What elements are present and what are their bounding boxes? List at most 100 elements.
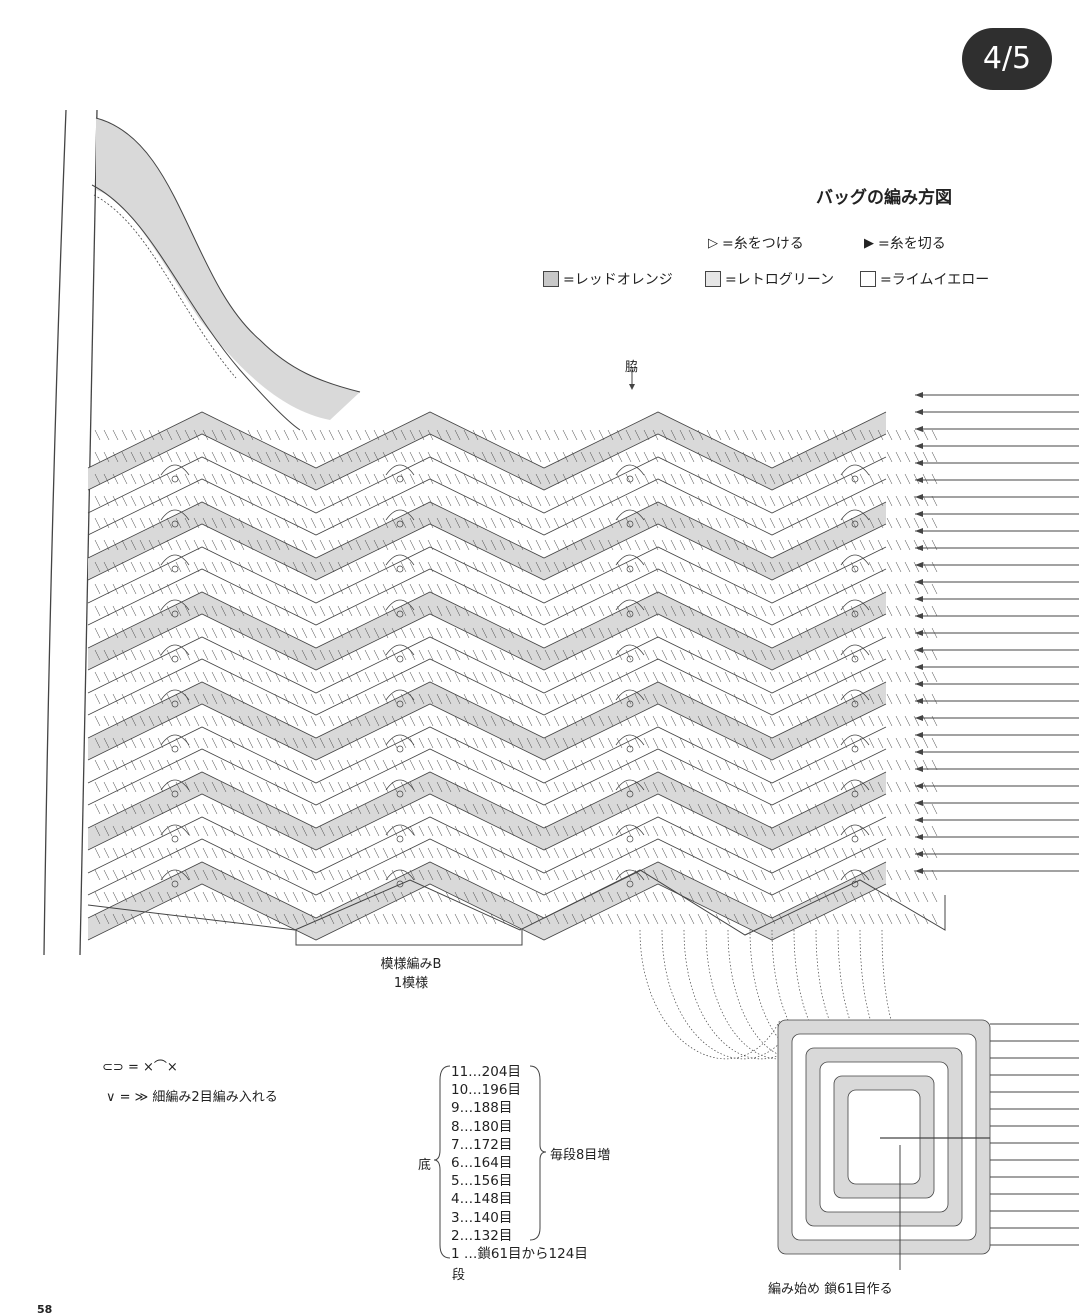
stitch-mark: [733, 605, 740, 617]
stitch-mark: [796, 517, 803, 529]
yarn-arrow-head: [915, 868, 923, 874]
stitch-mark: [499, 737, 506, 749]
stitch-mark: [238, 913, 245, 925]
stitch-mark: [391, 583, 398, 595]
stitch-mark: [679, 451, 686, 463]
stitch-mark: [355, 583, 362, 595]
stitch-mark: [337, 605, 344, 617]
stitch-mark: [436, 473, 443, 485]
stitch-mark: [328, 847, 335, 859]
stitch-mark: [184, 473, 191, 485]
stitch-mark: [391, 913, 398, 925]
stitch-mark: [877, 759, 884, 771]
stitch-mark: [283, 781, 290, 793]
stitch-mark: [418, 583, 425, 595]
stitch-mark: [157, 715, 164, 727]
stitch-mark: [616, 759, 623, 771]
stitch-mark: [202, 693, 209, 705]
stitch-mark: [310, 539, 317, 551]
stitch-mark: [508, 737, 515, 749]
stitch-mark: [400, 429, 407, 441]
stitch-mark: [886, 781, 893, 793]
stitch-mark: [409, 913, 416, 925]
stitch-mark: [886, 715, 893, 727]
stitch-mark: [571, 913, 578, 925]
stitch-mark: [427, 561, 434, 573]
stitch-mark: [796, 825, 803, 837]
stitch-mark: [373, 495, 380, 507]
stitch-mark: [805, 627, 812, 639]
stitch-mark: [490, 781, 497, 793]
stitch-mark: [850, 671, 857, 683]
stitch-mark: [499, 649, 506, 661]
stitch-mark: [904, 847, 911, 859]
stitch-mark: [238, 737, 245, 749]
stitch-mark: [661, 781, 668, 793]
stitch-mark: [175, 825, 182, 837]
stitch-mark: [238, 583, 245, 595]
stitch-mark: [148, 869, 155, 881]
stitch-mark: [391, 671, 398, 683]
stitch-mark: [265, 451, 272, 463]
stitch-mark: [463, 627, 470, 639]
stitch-mark: [148, 803, 155, 815]
stitch-mark: [814, 605, 821, 617]
stitch-mark: [112, 803, 119, 815]
stitch-mark: [553, 495, 560, 507]
stitch-mark: [472, 429, 479, 441]
stitch-mark: [184, 847, 191, 859]
stitch-mark: [148, 715, 155, 727]
stitch-mark: [913, 913, 920, 925]
stitch-mark: [256, 517, 263, 529]
stitch-mark: [112, 605, 119, 617]
stitch-mark: [418, 671, 425, 683]
stitch-mark: [688, 605, 695, 617]
stitch-mark: [229, 737, 236, 749]
stitch-mark: [310, 627, 317, 639]
stitch-mark: [247, 803, 254, 815]
stitch-mark: [589, 561, 596, 573]
stitch-mark: [301, 759, 308, 771]
shell-center: [171, 790, 179, 798]
stitch-mark: [553, 737, 560, 749]
stitch-mark: [832, 803, 839, 815]
stitch-mark: [490, 605, 497, 617]
stitch-mark: [805, 517, 812, 529]
stitch-mark: [319, 451, 326, 463]
stitch-mark: [193, 473, 200, 485]
stitch-mark: [760, 759, 767, 771]
stitch-mark: [202, 781, 209, 793]
stitch-mark: [805, 495, 812, 507]
shell-fan: [160, 509, 190, 521]
stitch-mark: [814, 627, 821, 639]
stitch-mark: [472, 825, 479, 837]
stitch-mark: [436, 803, 443, 815]
stitch-mark: [301, 605, 308, 617]
stitch-mark: [193, 495, 200, 507]
stitch-mark: [274, 715, 281, 727]
stitch-mark: [931, 693, 938, 705]
stitch-mark: [436, 583, 443, 595]
stitch-mark: [283, 561, 290, 573]
shell-fan: [615, 824, 645, 836]
stitch-mark: [409, 627, 416, 639]
chain-loop-symbol-icon: ⊂⊃: [102, 1060, 124, 1075]
stitch-mark: [472, 869, 479, 881]
stitch-mark: [418, 759, 425, 771]
stitch-mark: [238, 847, 245, 859]
stitch-mark: [454, 869, 461, 881]
stitch-mark: [193, 693, 200, 705]
stitch-mark: [562, 737, 569, 749]
stitch-mark: [256, 869, 263, 881]
stitch-mark: [391, 715, 398, 727]
stitch-mark: [445, 517, 452, 529]
stitch-mark: [148, 627, 155, 639]
stitch-mark: [733, 825, 740, 837]
handle-strap-fill: [96, 118, 360, 420]
stitch-mark: [112, 649, 119, 661]
stitch-mark: [517, 671, 524, 683]
stitch-mark: [265, 539, 272, 551]
page-indicator-badge: 4/5: [962, 28, 1052, 90]
stitch-mark: [355, 891, 362, 903]
stitch-mark: [796, 759, 803, 771]
